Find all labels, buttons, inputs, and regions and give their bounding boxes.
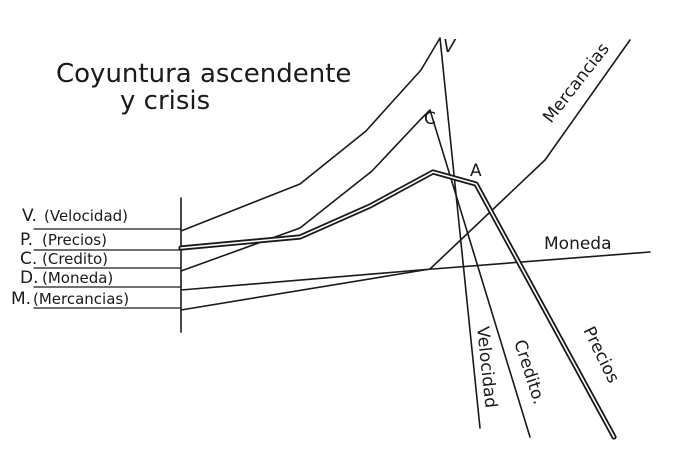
curve-credito <box>180 109 531 438</box>
legend-label-moneda: (Moneda) <box>42 269 113 287</box>
curve-mercancias <box>180 39 631 311</box>
legend-key-credito: C. <box>20 249 37 269</box>
legend-label-velocidad: (Velocidad) <box>44 207 128 225</box>
diagram-title-line1: Coyuntura ascendente <box>56 59 351 89</box>
curve-precios-outer <box>178 169 617 440</box>
legend-key-moneda: D. <box>20 268 39 288</box>
curve-moneda <box>180 251 651 291</box>
curve-label-mercancias: Mercancias <box>539 39 614 127</box>
diagram-title-line2: y crisis <box>120 86 210 116</box>
legend-key-velocidad: V. <box>22 206 37 226</box>
curve-precios-inner <box>180 171 615 438</box>
legend-item-mercancias: M. (Mercancias) <box>11 289 129 309</box>
curve-label-moneda: Moneda <box>544 234 612 254</box>
peak-marker-velocidad: V <box>443 36 457 57</box>
peak-marker-credito: C <box>424 109 436 129</box>
curve-velocidad <box>180 37 481 429</box>
curve-label-credito: Credito. <box>509 337 549 407</box>
peak-marker-precios: A <box>470 161 482 181</box>
curve-label-precios: Precios <box>579 323 623 386</box>
legend-item-precios: P. (Precios) <box>20 230 107 250</box>
legend-label-credito: (Credito) <box>42 250 108 268</box>
legend-key-mercancias: M. <box>11 289 31 309</box>
legend-label-precios: (Precios) <box>42 231 107 249</box>
legend-item-credito: C. (Credito) <box>20 249 108 269</box>
legend-key-precios: P. <box>20 230 33 250</box>
legend-item-moneda: D. (Moneda) <box>20 268 113 288</box>
legend-item-velocidad: V. (Velocidad) <box>22 206 128 226</box>
legend-label-mercancias: (Mercancias) <box>33 290 129 308</box>
